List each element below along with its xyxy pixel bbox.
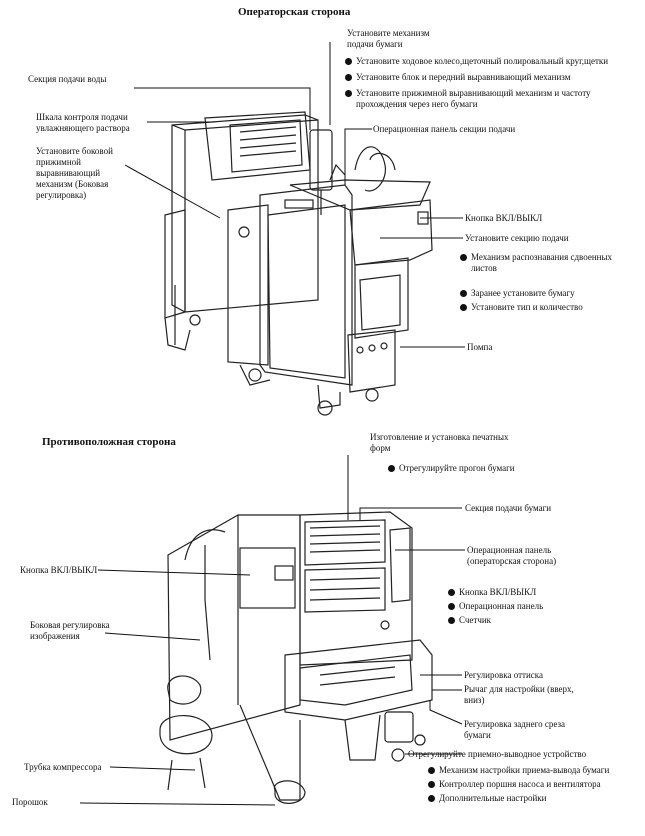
label-delivery: Отрегулируйте приемно-выводное устройств… — [408, 749, 587, 759]
top-section-title: Операторская сторона — [238, 6, 351, 18]
label-plates: Изготовление и установка печатных форм — [370, 432, 509, 453]
bullet-icon — [460, 304, 467, 311]
label-feed-mechanism: Установите механизм подачи бумаги — [347, 28, 430, 49]
bullet-icon — [388, 465, 395, 472]
label-onoff-top: Кнопка ВКЛ/ВЫКЛ — [465, 213, 543, 223]
label-rear-cut: Регулировка заднего среза бумаги — [464, 719, 566, 740]
delivery-item: Дополнительные настройки — [428, 793, 638, 804]
bullet-icon — [345, 58, 352, 65]
delivery-item: Контроллер поршня насоса и вентилятора — [428, 779, 638, 790]
bottom-machine-drawing — [159, 511, 433, 804]
delivery-list: Механизм настройки приема-вывода бумаги … — [428, 765, 638, 804]
label-side-jog: Установите боковой прижимной выравнивающ… — [36, 146, 113, 200]
feed-mechanism-list: Установите ходовое колесо,щеточный полир… — [345, 56, 635, 110]
label-dampening-scale: Шкала контроля подачи увлажняющего раств… — [36, 112, 130, 133]
bullet-icon — [428, 767, 435, 774]
top-machine-drawing — [164, 111, 433, 416]
feed-section-item: Механизм распознавания сдвоенных листов — [460, 252, 630, 274]
feed-section-item: Установите тип и количество — [460, 302, 630, 313]
delivery-item: Механизм настройки приема-вывода бумаги — [428, 765, 638, 776]
paper-pass-item: Отрегулируйте прогон бумаги — [388, 463, 515, 474]
feed-mechanism-item: Установите ходовое колесо,щеточный полир… — [345, 56, 635, 67]
label-water-section: Секция подачи воды — [28, 74, 107, 84]
feed-mechanism-item: Установите блок и передний выравнивающий… — [345, 72, 635, 83]
label-operator-panel: Операционная панель (операторская сторон… — [467, 545, 557, 566]
label-compressor-tube: Трубка компрессора — [24, 762, 102, 772]
label-paper-feed-section: Секция подачи бумаги — [465, 503, 552, 513]
feed-section-item: Заранее установите бумагу — [460, 288, 630, 299]
bullet-icon — [448, 589, 455, 596]
label-side-image: Боковая регулировка изображения — [30, 620, 110, 641]
label-lever: Рычаг для настройки (вверх, вниз) — [464, 684, 574, 705]
label-feed-op-panel: Операционная панель секции подачи — [373, 124, 516, 134]
bottom-section-title: Противоположная сторона — [42, 436, 176, 448]
label-feed-section: Установите секцию подачи — [465, 233, 569, 243]
feed-section-list: Механизм распознавания сдвоенных листов … — [460, 252, 630, 313]
feed-mechanism-item: Установите прижимной выравнивающий механ… — [345, 88, 635, 110]
label-onoff-bottom: Кнопка ВКЛ/ВЫКЛ — [20, 565, 98, 575]
label-impression: Регулировка оттиска — [464, 670, 544, 680]
operator-panel-item: Кнопка ВКЛ/ВЫКЛ — [448, 587, 598, 598]
bullet-icon — [345, 74, 352, 81]
bullet-icon — [345, 90, 352, 97]
bullet-icon — [460, 290, 467, 297]
bullet-icon — [428, 795, 435, 802]
operator-panel-item: Операционная панель — [448, 601, 598, 612]
label-powder: Порошок — [12, 797, 48, 807]
operator-panel-list: Кнопка ВКЛ/ВЫКЛ Операционная панель Счет… — [448, 587, 598, 626]
bullet-icon — [448, 617, 455, 624]
label-pump: Помпа — [467, 342, 493, 352]
bullet-icon — [448, 603, 455, 610]
operator-panel-item: Счетчик — [448, 615, 598, 626]
bullet-icon — [460, 254, 467, 261]
bullet-icon — [428, 781, 435, 788]
